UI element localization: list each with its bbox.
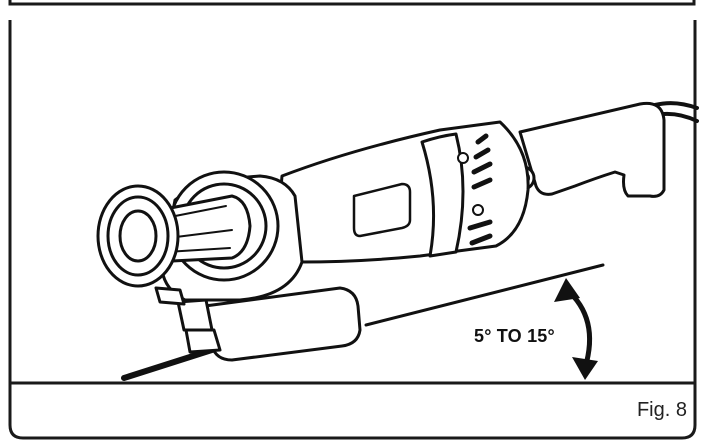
work-surface [121,263,605,381]
figure-caption: Fig. 8 [636,399,687,421]
angle-range-label: 5° TO 15° [474,326,555,346]
angle-grinder-illustration [96,101,699,362]
screw [457,152,469,164]
rear-handle [518,101,666,198]
label-plate [352,182,412,238]
side-handle-end-cap [96,184,180,288]
wheel-guard [203,286,362,362]
vent-slots [467,133,493,246]
surface-line-left [121,346,218,381]
power-cord [653,101,699,110]
double-headed-arrow-icon [554,278,598,380]
panel-frame [8,0,697,440]
surface-line-right [364,263,605,327]
